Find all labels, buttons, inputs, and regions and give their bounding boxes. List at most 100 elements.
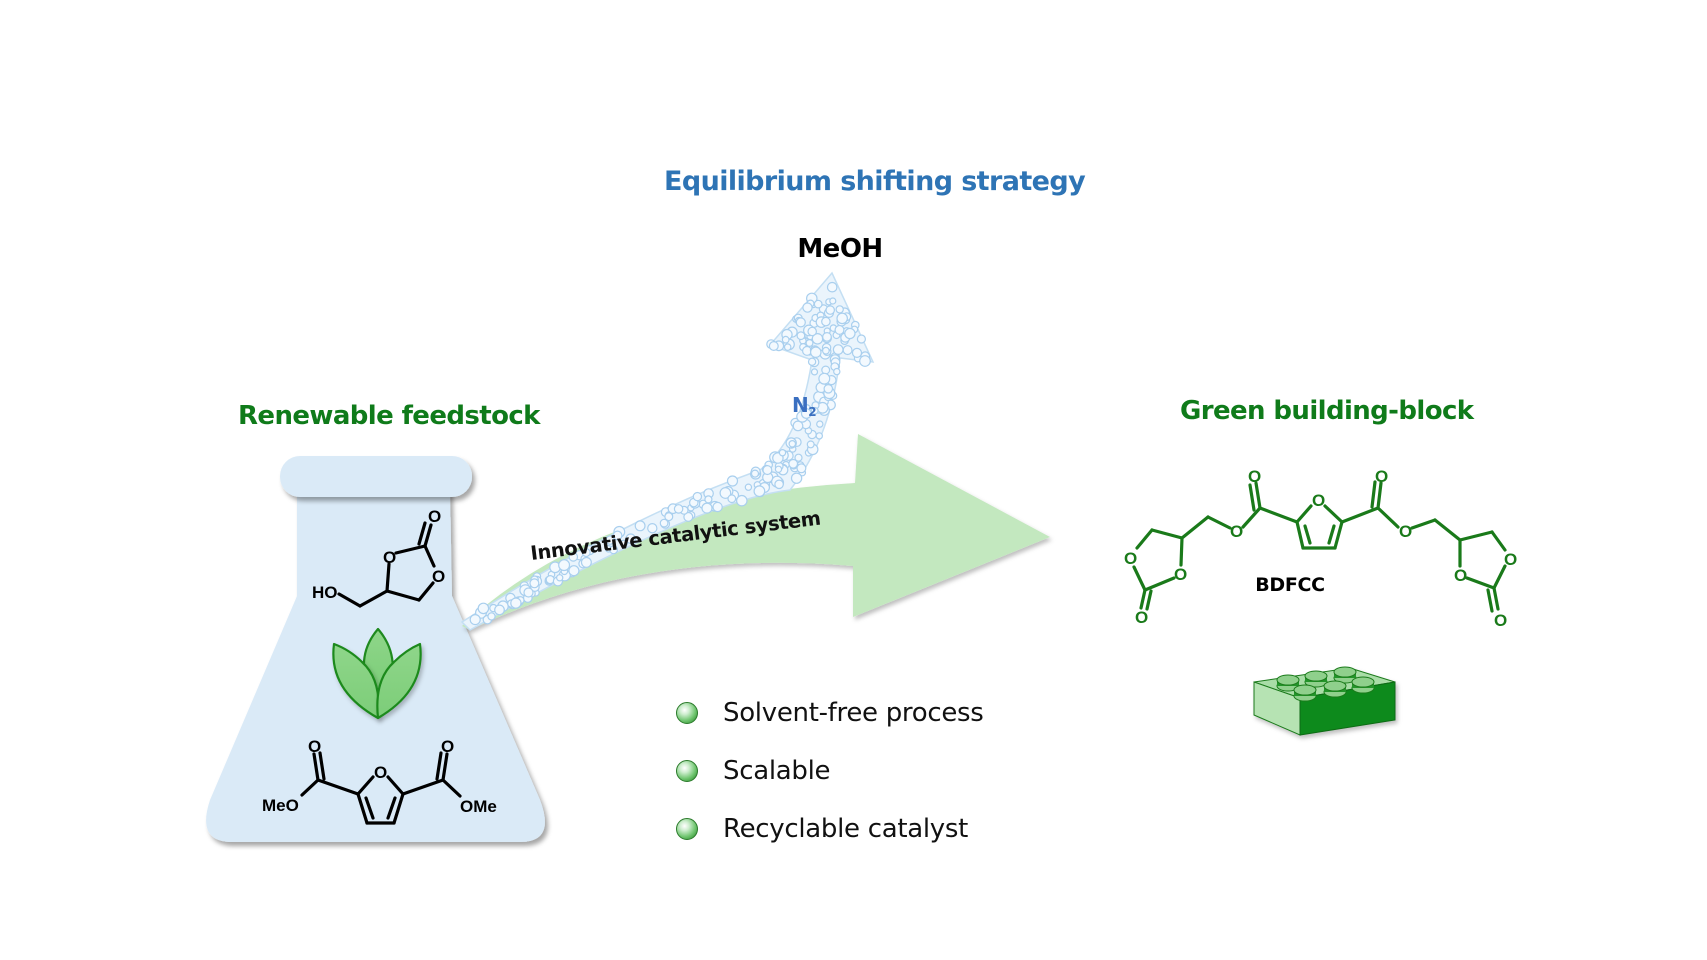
gas-bubble [719, 487, 732, 499]
gas-bubble [683, 511, 694, 522]
feature-item: Solvent-free process [676, 684, 984, 742]
gas-bubble [851, 347, 863, 358]
atom-o: O [374, 763, 387, 782]
gas-bubble [822, 346, 830, 355]
nitrogen-symbol: N [792, 393, 809, 417]
gas-bubble [712, 501, 723, 513]
nitrogen-subscript: 2 [808, 405, 817, 419]
gas-bubble [726, 475, 739, 487]
gas-bubble [634, 520, 646, 532]
gas-bubble [768, 341, 779, 352]
gas-bubble [815, 432, 824, 440]
gas-bubble [796, 463, 807, 474]
gas-bubble [568, 565, 580, 577]
bdfcc-label: BDFCC [1255, 574, 1325, 596]
gas-bubble [558, 559, 571, 572]
gas-bubble [807, 357, 817, 366]
gas-bubble [834, 324, 845, 335]
building-block-brick-icon [1253, 666, 1396, 736]
atom-meo: MeO [262, 796, 299, 815]
gas-bubble [810, 406, 819, 415]
atom-ho: HO [312, 583, 338, 602]
gas-bubble [647, 523, 658, 534]
strategy-title: Equilibrium shifting strategy [664, 166, 1086, 197]
gas-bubble [795, 317, 806, 328]
gas-bubble [727, 494, 737, 504]
gas-bubble [823, 383, 834, 394]
glycerol-carbonate-labels: O O O HO [312, 507, 445, 602]
gas-bubble [805, 339, 814, 348]
gas-bubble [609, 545, 619, 555]
gas-bubble [821, 316, 831, 327]
leaf-icon [332, 627, 422, 720]
gas-bubble [510, 597, 522, 609]
feature-item: Scalable [676, 742, 984, 800]
atom-o: O [383, 548, 396, 567]
gas-bubble [774, 465, 783, 473]
gas-bubble [619, 539, 628, 548]
gas-bubble [818, 372, 831, 385]
gas-bubble [796, 331, 806, 341]
gas-bubble [783, 343, 792, 351]
gas-bubble [735, 494, 748, 507]
gas-bubble [469, 613, 481, 626]
atom-o: O [428, 507, 441, 526]
gas-bubble [790, 472, 803, 484]
renewable-feedstock-label: Renewable feedstock [238, 401, 540, 431]
atom-o: O [441, 737, 454, 756]
gas-bubble [744, 483, 753, 491]
gas-bubble [822, 332, 832, 342]
gas-bubble [844, 327, 856, 340]
gas-bubble [842, 345, 853, 356]
gas-bubble [792, 420, 804, 432]
feature-item: Recyclable catalyst [676, 800, 984, 858]
gas-bubble [788, 439, 797, 448]
gas-bubble [556, 574, 564, 582]
gas-bubble [659, 518, 669, 528]
gas-bubble [825, 305, 835, 315]
gas-bubble [806, 440, 815, 449]
gas-bubble [826, 281, 838, 293]
green-bullet-icon [676, 760, 698, 782]
gas-bubble [836, 312, 848, 325]
gas-bubble [821, 365, 831, 375]
gas-bubble [833, 367, 841, 376]
flask-rim [280, 456, 472, 497]
methanol-byproduct-label: MeOH [797, 234, 883, 264]
gas-bubble [781, 335, 790, 344]
gas-bubble [807, 326, 817, 337]
gas-bubble [794, 453, 803, 462]
gas-bubble [580, 556, 592, 568]
atom-o: O [308, 737, 321, 756]
gas-bubble [568, 552, 579, 562]
gas-bubble [704, 495, 713, 504]
nitrogen-label: N2 [792, 393, 817, 419]
gas-bubble [778, 449, 787, 457]
green-bullet-icon [676, 702, 698, 724]
gas-bubble [829, 297, 837, 305]
gas-bubble [494, 604, 505, 616]
gas-bubble [859, 355, 871, 367]
gas-bubble [529, 578, 540, 589]
gas-bubble [832, 344, 844, 356]
gas-bubbles [469, 281, 871, 626]
gas-bubble [809, 346, 822, 358]
gas-bubble [523, 587, 534, 598]
feature-label: Solvent-free process [723, 698, 984, 728]
fdme-labels: O O O MeO OMe [262, 737, 497, 816]
fdme-molecule [300, 751, 462, 825]
gas-bubble [605, 535, 615, 545]
gas-bubble [800, 408, 812, 419]
gas-bubble [774, 479, 784, 490]
gas-bubble [477, 602, 490, 615]
atom-ome: OMe [460, 797, 497, 816]
gas-bubble [835, 305, 844, 314]
gas-bubble [581, 548, 591, 558]
gas-bubble [810, 368, 819, 376]
gas-bubble [673, 504, 684, 514]
gas-bubble [856, 334, 867, 344]
gas-bubble [625, 533, 636, 544]
gas-bubble [816, 420, 824, 428]
gas-bubble [813, 299, 823, 309]
